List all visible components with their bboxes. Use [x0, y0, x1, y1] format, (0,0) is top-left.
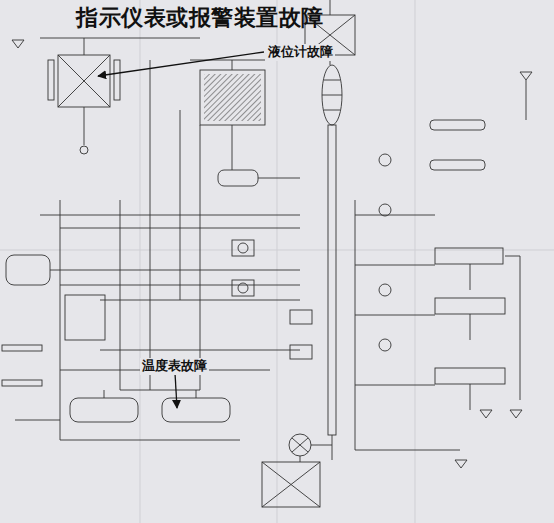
- callout-label: 温度表故障: [140, 358, 209, 375]
- equipment: [2, 0, 532, 507]
- callout-label: 液位计故障: [266, 44, 335, 61]
- leader-arrow: [98, 52, 264, 408]
- diagram-title: 指示仪表或报警装置故障: [76, 3, 324, 33]
